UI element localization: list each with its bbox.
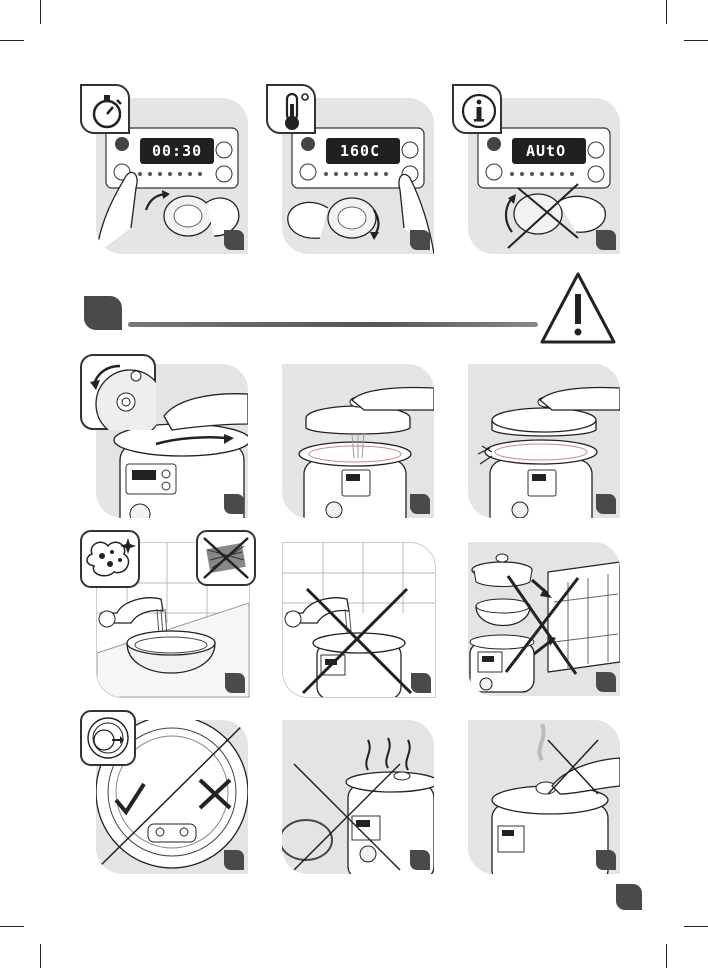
crop-mark — [684, 926, 708, 927]
crop-mark — [0, 926, 24, 927]
step-badge — [410, 494, 430, 514]
crop-mark — [684, 40, 708, 41]
step-badge — [596, 494, 616, 514]
lcd-display: 160C — [326, 138, 400, 164]
crop-mark — [666, 944, 667, 968]
step-badge — [225, 673, 245, 693]
step-badge — [410, 230, 430, 250]
step-badge — [224, 850, 244, 870]
thermometer-icon — [268, 86, 318, 136]
steam-panel — [282, 720, 434, 874]
stopwatch-icon-box — [80, 84, 130, 134]
thermometer-icon-box — [266, 84, 316, 134]
crop-mark — [40, 944, 41, 968]
step-badge — [411, 673, 431, 693]
crop-mark — [0, 40, 24, 41]
mode-readout: AUtO — [526, 142, 566, 160]
lid-force-panel — [468, 364, 620, 518]
step-badge — [596, 230, 616, 250]
stopwatch-icon — [82, 86, 132, 136]
step-badge — [410, 850, 430, 870]
tap-forbidden-panel — [282, 542, 436, 698]
page-number-badge — [616, 884, 642, 910]
abrasive-pad-forbidden-icon — [196, 530, 256, 586]
section-badge — [84, 296, 122, 330]
sponge-wash-icon — [80, 530, 140, 588]
lcd-display: 00:30 — [140, 138, 214, 164]
step-badge — [224, 494, 244, 514]
step-badge — [596, 850, 616, 870]
crop-mark — [666, 0, 667, 24]
warning-triangle-icon — [538, 270, 618, 348]
lid-rotate-close-icon — [80, 354, 156, 430]
section-rule — [128, 322, 538, 327]
time-readout: 00:30 — [152, 142, 202, 160]
gasket-detail-icon — [80, 710, 136, 766]
crop-mark — [40, 0, 41, 24]
lcd-display: AUtO — [512, 138, 586, 164]
info-icon — [454, 86, 504, 136]
temperature-readout: 160C — [340, 142, 380, 160]
valve-panel — [468, 720, 620, 874]
dishwasher-panel — [468, 542, 620, 696]
lid-lift-panel — [282, 364, 434, 518]
info-icon-box — [452, 84, 502, 134]
step-badge — [224, 230, 244, 250]
step-badge — [596, 672, 616, 692]
